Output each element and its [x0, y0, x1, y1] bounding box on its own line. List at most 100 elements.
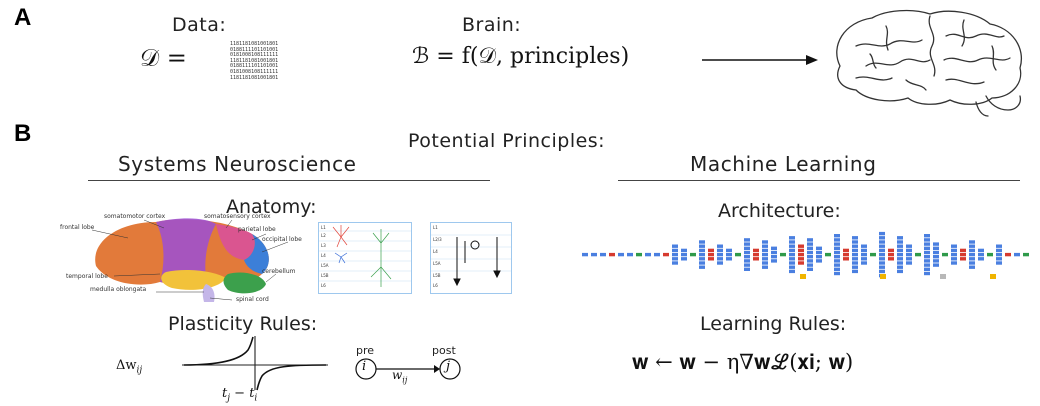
network-layer-block — [708, 257, 714, 261]
network-layer-block — [942, 252, 948, 257]
network-layer-block — [618, 252, 624, 257]
label-medulla-oblongata: medulla oblongata — [90, 286, 147, 293]
network-layer-block — [726, 252, 732, 257]
network-layer-block — [969, 257, 975, 261]
layer-label: L6 — [433, 283, 438, 288]
network-layer-block — [762, 240, 768, 244]
network-layer-block — [681, 252, 687, 257]
network-layer-block — [924, 246, 930, 250]
network-layer-block — [762, 244, 768, 248]
layer-label: L5A — [321, 263, 329, 268]
network-layer-block — [834, 246, 840, 250]
brain-formula: ℬ = f(𝒟, principles) — [412, 44, 630, 69]
network-layer-block — [951, 244, 957, 248]
network-layer-block — [735, 252, 741, 257]
network-layer-block — [834, 259, 840, 263]
network-layer-block — [726, 248, 732, 253]
post-node-label: j — [446, 359, 451, 374]
network-layer-block — [798, 261, 804, 265]
network-layer-block — [744, 255, 750, 259]
network-layer-block — [807, 267, 813, 271]
network-layer-block — [879, 252, 885, 257]
network-layer-block — [843, 248, 849, 253]
binary-row: 1181181081001801 — [230, 57, 279, 64]
network-layer-block — [897, 261, 903, 265]
label-somatomotor-cortex: somatomotor cortex — [104, 213, 166, 220]
label-frontal-lobe: frontal lobe — [60, 224, 95, 231]
network-layer-block — [924, 250, 930, 255]
network-layer-block — [852, 257, 858, 261]
network-layer-block — [744, 242, 750, 246]
brain-anatomy-diagram — [91, 218, 289, 302]
network-layer-block — [978, 257, 984, 261]
network-layer-block — [879, 244, 885, 248]
network-layer-block — [600, 252, 606, 257]
machine-learning-header: Machine Learning — [690, 152, 877, 176]
network-layer-block — [834, 263, 840, 267]
network-layer-block — [780, 252, 786, 257]
network-layer-block — [807, 242, 813, 246]
label-temporal-lobe: temporal lobe — [66, 273, 108, 280]
potential-principles-title: Potential Principles: — [408, 130, 606, 152]
network-layer-block — [834, 250, 840, 255]
network-layer-block — [834, 255, 840, 259]
layer-label: L5A — [433, 261, 441, 266]
network-layer-block — [969, 252, 975, 257]
network-layer-block — [771, 255, 777, 259]
network-layer-block — [879, 257, 885, 261]
network-layer-block — [771, 250, 777, 255]
neuron-morphology-icon — [319, 225, 411, 287]
network-layer-block — [798, 248, 804, 253]
network-layer-block — [699, 261, 705, 265]
network-layer-block — [645, 252, 651, 257]
layer-label: L1 — [321, 225, 326, 230]
gradient-descent-formula: 𝐰 ← 𝐰 − η∇𝐰ℒ(𝐱𝐢; 𝐰) — [632, 350, 854, 374]
network-layer-block — [744, 259, 750, 263]
binary-row: 0181008108111111 — [230, 52, 279, 59]
network-layer-block — [879, 269, 885, 274]
network-layer-block — [816, 250, 822, 255]
network-layer-block — [996, 252, 1002, 257]
network-layer-block — [996, 244, 1002, 248]
network-layer-block — [672, 252, 678, 257]
network-layer-block — [726, 257, 732, 261]
network-layer-block — [861, 244, 867, 248]
network-layer-block — [789, 248, 795, 253]
learning-rules-title: Learning Rules: — [700, 313, 847, 335]
network-layer-block — [996, 248, 1002, 253]
network-layer-block — [744, 246, 750, 250]
network-layer-block — [762, 261, 768, 265]
network-layer-block — [816, 246, 822, 250]
network-layer-block — [753, 248, 759, 253]
network-layer-block — [744, 238, 750, 242]
network-layer-block — [996, 257, 1002, 261]
network-layer-block — [789, 252, 795, 257]
left-header-rule — [88, 180, 490, 181]
network-layer-block — [807, 263, 813, 267]
network-layer-block — [789, 236, 795, 240]
binary-row: 1181181081001801 — [230, 41, 279, 47]
network-branch-block — [800, 274, 806, 279]
layer-label: L1 — [433, 225, 438, 230]
network-layer-block — [978, 248, 984, 253]
network-layer-block — [960, 252, 966, 257]
network-layer-block — [969, 240, 975, 244]
network-layer-block — [807, 259, 813, 263]
network-layer-block — [654, 252, 660, 257]
network-layer-block — [897, 244, 903, 248]
data-title: Data: — [172, 14, 227, 36]
network-layer-block — [852, 252, 858, 257]
network-layer-block — [609, 252, 615, 257]
network-layer-block — [906, 261, 912, 265]
network-layer-block — [663, 252, 669, 257]
network-layer-block — [789, 240, 795, 244]
network-layer-block — [906, 244, 912, 248]
network-layer-block — [852, 265, 858, 269]
panel-a-label: A — [14, 4, 32, 31]
network-layer-block — [834, 234, 840, 238]
network-layer-block — [924, 271, 930, 276]
network-layer-block — [744, 267, 750, 271]
synapse-diagram — [355, 358, 461, 380]
network-layer-block — [933, 246, 939, 250]
network-layer-block — [924, 238, 930, 242]
